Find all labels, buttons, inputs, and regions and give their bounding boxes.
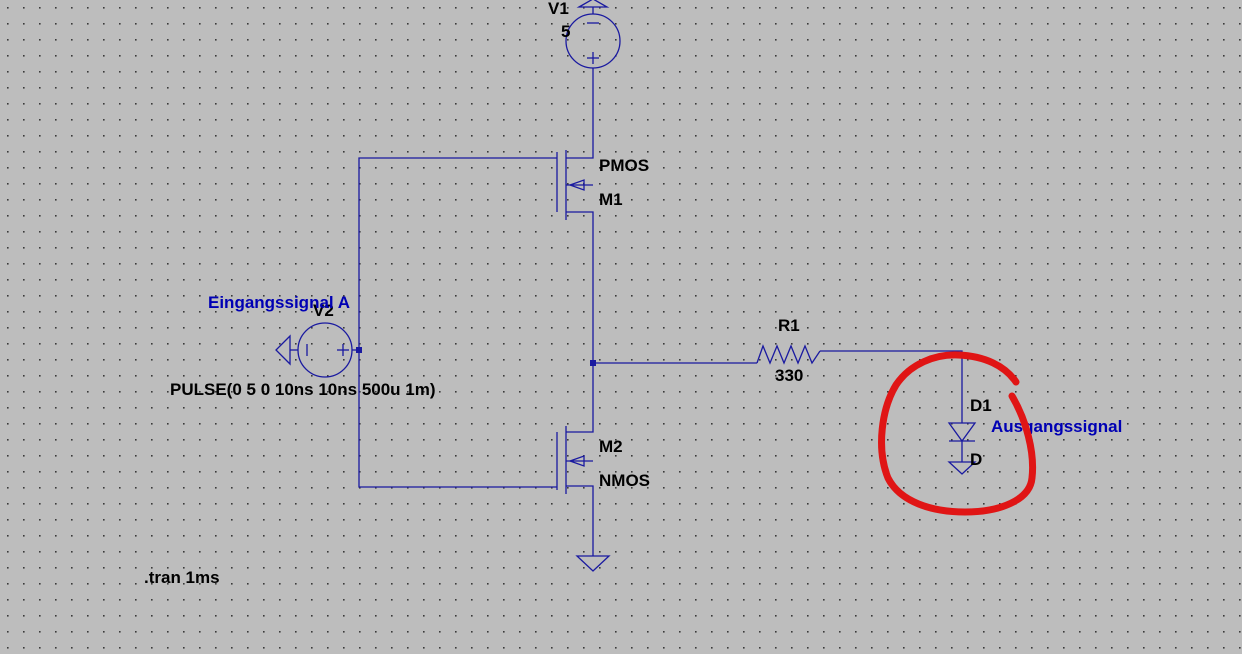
pmos-icon xyxy=(556,150,593,220)
junction-dot xyxy=(356,347,362,353)
m1-name: M1 xyxy=(599,190,623,209)
v2-value: PULSE(0 5 0 10ns 10ns 500u 1m) xyxy=(170,380,436,399)
m1-model: PMOS xyxy=(599,156,649,175)
r1-name: R1 xyxy=(778,316,800,335)
d1-model: D xyxy=(970,450,982,469)
r1-value: 330 xyxy=(775,366,803,385)
diode-icon xyxy=(947,422,977,443)
nmos-m2[interactable]: M2 NMOS xyxy=(556,426,650,494)
voltage-source-v1[interactable]: V1 5 xyxy=(548,0,621,69)
m2-model: NMOS xyxy=(599,471,650,490)
net-label-output: Ausgangssignal xyxy=(991,417,1122,436)
resistor-icon xyxy=(756,344,821,365)
annotation-circle xyxy=(878,351,1037,516)
junction-dot xyxy=(590,360,596,366)
v2-name: V2 xyxy=(313,301,334,320)
voltage-source-icon xyxy=(565,13,621,69)
ground-icon xyxy=(947,461,977,475)
voltage-source-icon xyxy=(297,322,353,378)
v1-value: 5 xyxy=(561,22,570,41)
diode-d1[interactable]: D1 D xyxy=(947,396,992,475)
voltage-source-v2[interactable]: V2 PULSE(0 5 0 10ns 10ns 500u 1m) xyxy=(170,301,436,399)
d1-name: D1 xyxy=(970,396,992,415)
ground-icon xyxy=(575,555,611,572)
wires xyxy=(352,68,963,556)
nmos-icon xyxy=(556,426,593,494)
m2-name: M2 xyxy=(599,437,623,456)
resistor-r1[interactable]: R1 330 xyxy=(756,316,821,385)
spice-directive[interactable]: .tran 1ms xyxy=(144,568,220,587)
pmos-m1[interactable]: PMOS M1 xyxy=(556,150,649,220)
v1-name: V1 xyxy=(548,0,569,18)
net-label-input: Eingangssignal A xyxy=(208,293,350,312)
